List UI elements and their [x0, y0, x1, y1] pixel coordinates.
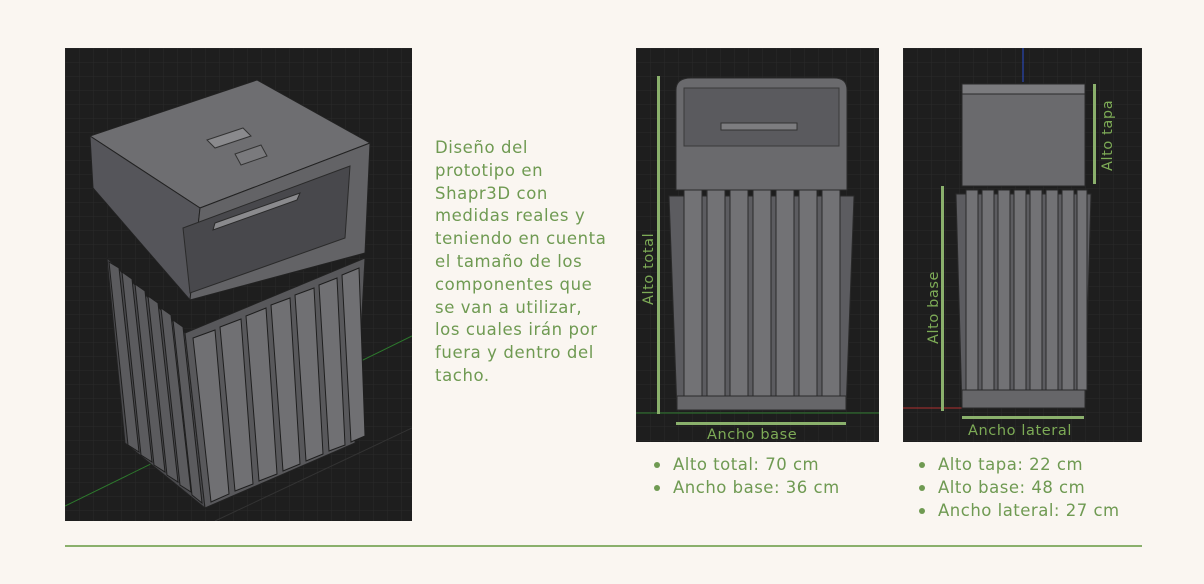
spec-item-base-width: Ancho base: 36 cm: [653, 476, 840, 499]
side-specs-list: Alto tapa: 22 cm Alto base: 48 cm Ancho …: [918, 453, 1120, 523]
lateral-label: Ancho lateral: [968, 423, 1072, 439]
spec-item-lateral-width: Ancho lateral: 27 cm: [918, 499, 1120, 522]
width-label: Ancho base: [707, 427, 797, 442]
lid-label: Alto tapa: [1100, 100, 1116, 171]
trash-bin-isometric-render: [65, 48, 412, 521]
bottom-divider: [65, 545, 1142, 547]
trash-bin-side-render: Alto tapa Alto base Ancho lateral: [903, 48, 1142, 442]
side-view: Alto tapa Alto base Ancho lateral: [903, 48, 1142, 442]
height-dimension-line: [657, 76, 660, 414]
lateral-dimension-line: [962, 416, 1084, 419]
base-dimension-line: [941, 186, 944, 411]
trash-bin-front-render: Alto total Ancho base: [636, 48, 879, 442]
spec-item-total-height: Alto total: 70 cm: [653, 453, 840, 476]
width-dimension-line: [676, 422, 846, 425]
base-label: Alto base: [926, 271, 942, 344]
spec-item-lid-height: Alto tapa: 22 cm: [918, 453, 1120, 476]
description-text: Diseño del prototipo en Shapr3D con medi…: [435, 138, 607, 385]
front-specs-list: Alto total: 70 cm Ancho base: 36 cm: [653, 453, 840, 499]
lid-dimension-line: [1093, 84, 1096, 184]
isometric-model-view: [65, 48, 412, 521]
spec-item-base-height: Alto base: 48 cm: [918, 476, 1120, 499]
front-view: Alto total Ancho base: [636, 48, 879, 442]
height-label: Alto total: [641, 233, 657, 305]
